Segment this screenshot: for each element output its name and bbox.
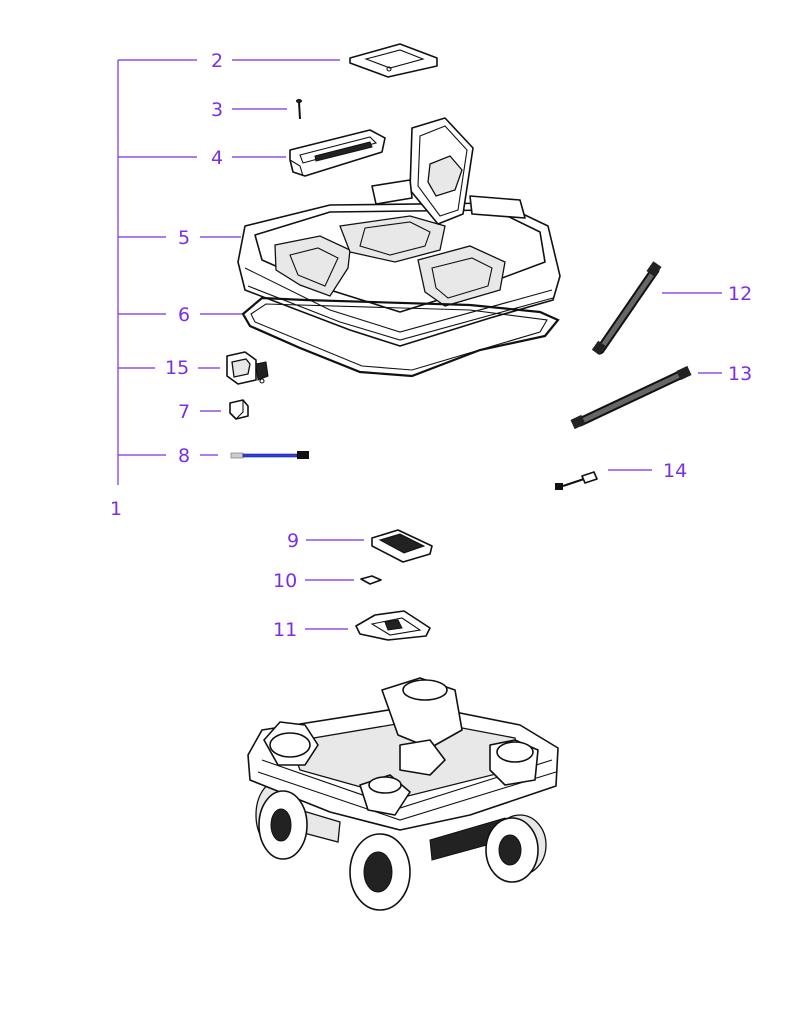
callout-6: 6 (178, 304, 190, 326)
part-2-cover-plate (349, 43, 438, 78)
part-6-seal-gasket (241, 296, 560, 378)
callout-10: 10 (273, 570, 297, 592)
callout-1: 1 (110, 498, 122, 520)
callout-9: 9 (287, 530, 299, 552)
part-14-short-cable (555, 471, 598, 490)
part-13-cable (570, 365, 692, 430)
callout-5: 5 (178, 227, 190, 249)
callout-14: 14 (663, 460, 687, 482)
leader-lines (117, 59, 722, 630)
callout-11: 11 (273, 619, 297, 641)
chassis-base-assembly (247, 677, 559, 911)
part-9-board-cover (371, 529, 433, 563)
callout-7: 7 (178, 401, 190, 423)
callout-2: 2 (211, 50, 223, 72)
callout-8: 8 (178, 445, 190, 467)
callout-4: 4 (211, 147, 223, 169)
part-3-screw (296, 99, 302, 120)
part-4-handle (289, 129, 386, 177)
part-11-bracket-frame (355, 610, 431, 641)
callout-13: 13 (728, 363, 752, 385)
callout-3: 3 (211, 99, 223, 121)
callout-labels: 1 2 3 4 5 6 15 7 8 9 10 11 12 13 14 (110, 50, 752, 641)
callout-12: 12 (728, 283, 752, 305)
part-15-connector-block (226, 351, 269, 385)
part-8-cable (230, 451, 309, 459)
part-5-top-shell (237, 117, 561, 347)
part-7-plug (229, 399, 249, 420)
part-10-small-pad (360, 575, 382, 585)
part-12-cable (591, 261, 662, 355)
callout-15: 15 (165, 357, 189, 379)
